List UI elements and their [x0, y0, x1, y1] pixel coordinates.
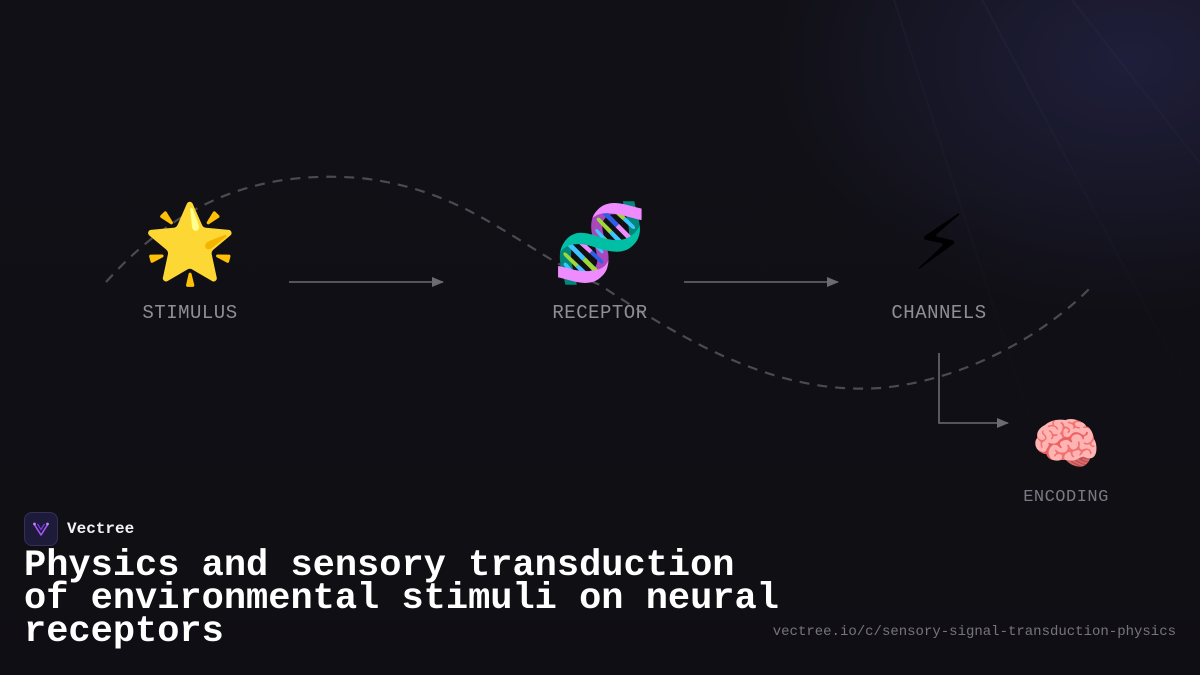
dashed-wave-curve: [105, 175, 1093, 390]
node-label-channels: CHANNELS: [891, 302, 987, 324]
page-title: Physics and sensory transduction of envi…: [24, 545, 779, 653]
brain-icon: 🧠: [1031, 412, 1101, 477]
node-channels: ⚡ CHANNELS: [859, 198, 1019, 324]
brand: Vectree: [24, 512, 134, 546]
node-label-receptor: RECEPTOR: [552, 302, 648, 324]
node-encoding: 🧠 ENCODING: [986, 412, 1146, 507]
lightning-bolt-icon: ⚡: [912, 198, 966, 287]
node-label-encoding: ENCODING: [1023, 488, 1109, 507]
glowing-star-icon: 🌟: [142, 198, 238, 287]
dna-icon: 🧬: [552, 198, 648, 287]
node-label-stimulus: STIMULUS: [142, 302, 238, 324]
vectree-logo-icon: [24, 512, 58, 546]
arrow-channels-to-encoding: [938, 353, 1009, 428]
brand-name: Vectree: [67, 520, 135, 538]
page-url[interactable]: vectree.io/c/sensory-signal-transduction…: [772, 624, 1176, 640]
node-receptor: 🧬 RECEPTOR: [520, 198, 680, 324]
node-stimulus: 🌟 STIMULUS: [110, 198, 270, 324]
